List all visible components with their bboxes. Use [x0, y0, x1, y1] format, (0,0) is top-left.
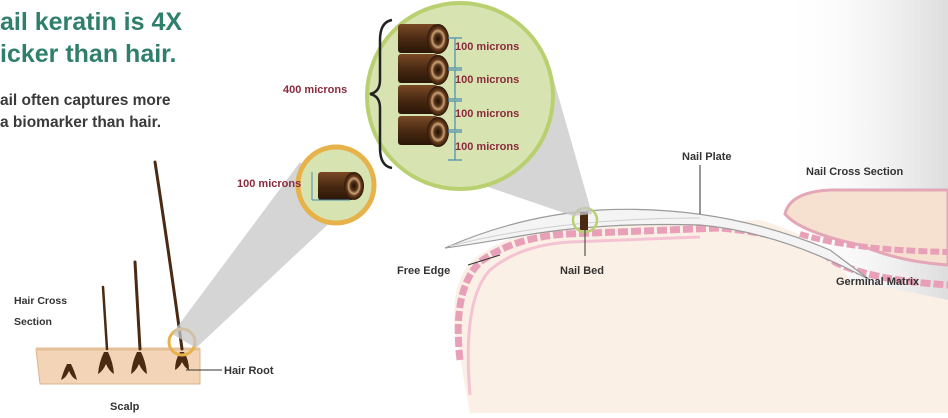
scalp-label: Scalp — [110, 401, 140, 413]
nail-total-microns-label: 400 microns — [283, 84, 347, 96]
germinal-matrix-label: Germinal Matrix — [836, 276, 920, 288]
layer-microns-label: 100 microns — [455, 108, 519, 120]
nail-cross-section-label: Nail Cross Section — [806, 166, 903, 178]
headline-line-2: icker than hair. — [0, 38, 182, 70]
subtext-line-2: a biomarker than hair. — [0, 112, 171, 134]
headline: ail keratin is 4X icker than hair. — [0, 6, 182, 70]
nail-plate-label: Nail Plate — [682, 151, 732, 163]
headline-line-1: ail keratin is 4X — [0, 6, 182, 38]
hair-cross-section-label-line2: Section — [14, 316, 52, 328]
hair-root-label: Hair Root — [224, 365, 274, 377]
layer-microns-label: 100 microns — [455, 41, 519, 53]
layer-microns-label: 100 microns — [455, 74, 519, 86]
hair-cross-section-label: Hair Cross — [14, 295, 67, 307]
nail-bed-label: Nail Bed — [560, 265, 604, 277]
hair-microns-label: 100 microns — [237, 178, 301, 190]
subtext-line-1: ail often captures more — [0, 90, 171, 112]
hair-zoom-circle — [298, 147, 374, 223]
free-edge-label: Free Edge — [397, 265, 450, 277]
hair-strands — [103, 162, 182, 349]
subtext: ail often captures more a biomarker than… — [0, 90, 171, 134]
layer-microns-label: 100 microns — [455, 141, 519, 153]
nail-zoom-circle — [367, 3, 553, 189]
